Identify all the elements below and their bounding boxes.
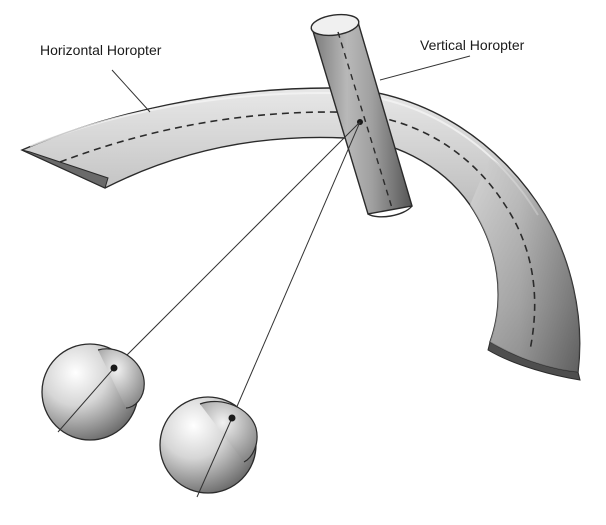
right-eye-line-of-sight <box>231 121 361 419</box>
vertical-horopter-cylinder <box>310 13 413 218</box>
vertical-horopter-leader <box>379 55 471 81</box>
horizontal-horopter-label: Horizontal Horopter <box>40 42 162 58</box>
horizontal-horopter-tube <box>20 87 581 381</box>
vertical-horopter-label: Vertical Horopter <box>420 37 525 53</box>
horizontal-horopter-leader <box>111 69 151 113</box>
right-eye-nodal-point <box>228 414 236 422</box>
lines-of-sight <box>113 121 361 419</box>
horizontal-horopter-left-end <box>21 149 109 189</box>
vertical-horopter-top-cap <box>310 13 360 37</box>
horizontal-horopter-centerline <box>59 111 536 351</box>
left-eye <box>41 343 145 441</box>
vertical-horopter-bottom-edge <box>367 205 413 218</box>
right-cornea <box>199 400 258 463</box>
left-eye-line-of-sight <box>113 121 361 369</box>
left-cornea <box>97 348 145 409</box>
horizontal-horopter-shade <box>470 158 580 372</box>
left-eye-visual-axis <box>57 367 115 433</box>
left-eye-nodal-point <box>110 364 118 372</box>
right-eye-visual-axis <box>196 417 233 498</box>
vertical-horopter-centerline <box>337 31 393 209</box>
right-eye <box>159 396 258 498</box>
